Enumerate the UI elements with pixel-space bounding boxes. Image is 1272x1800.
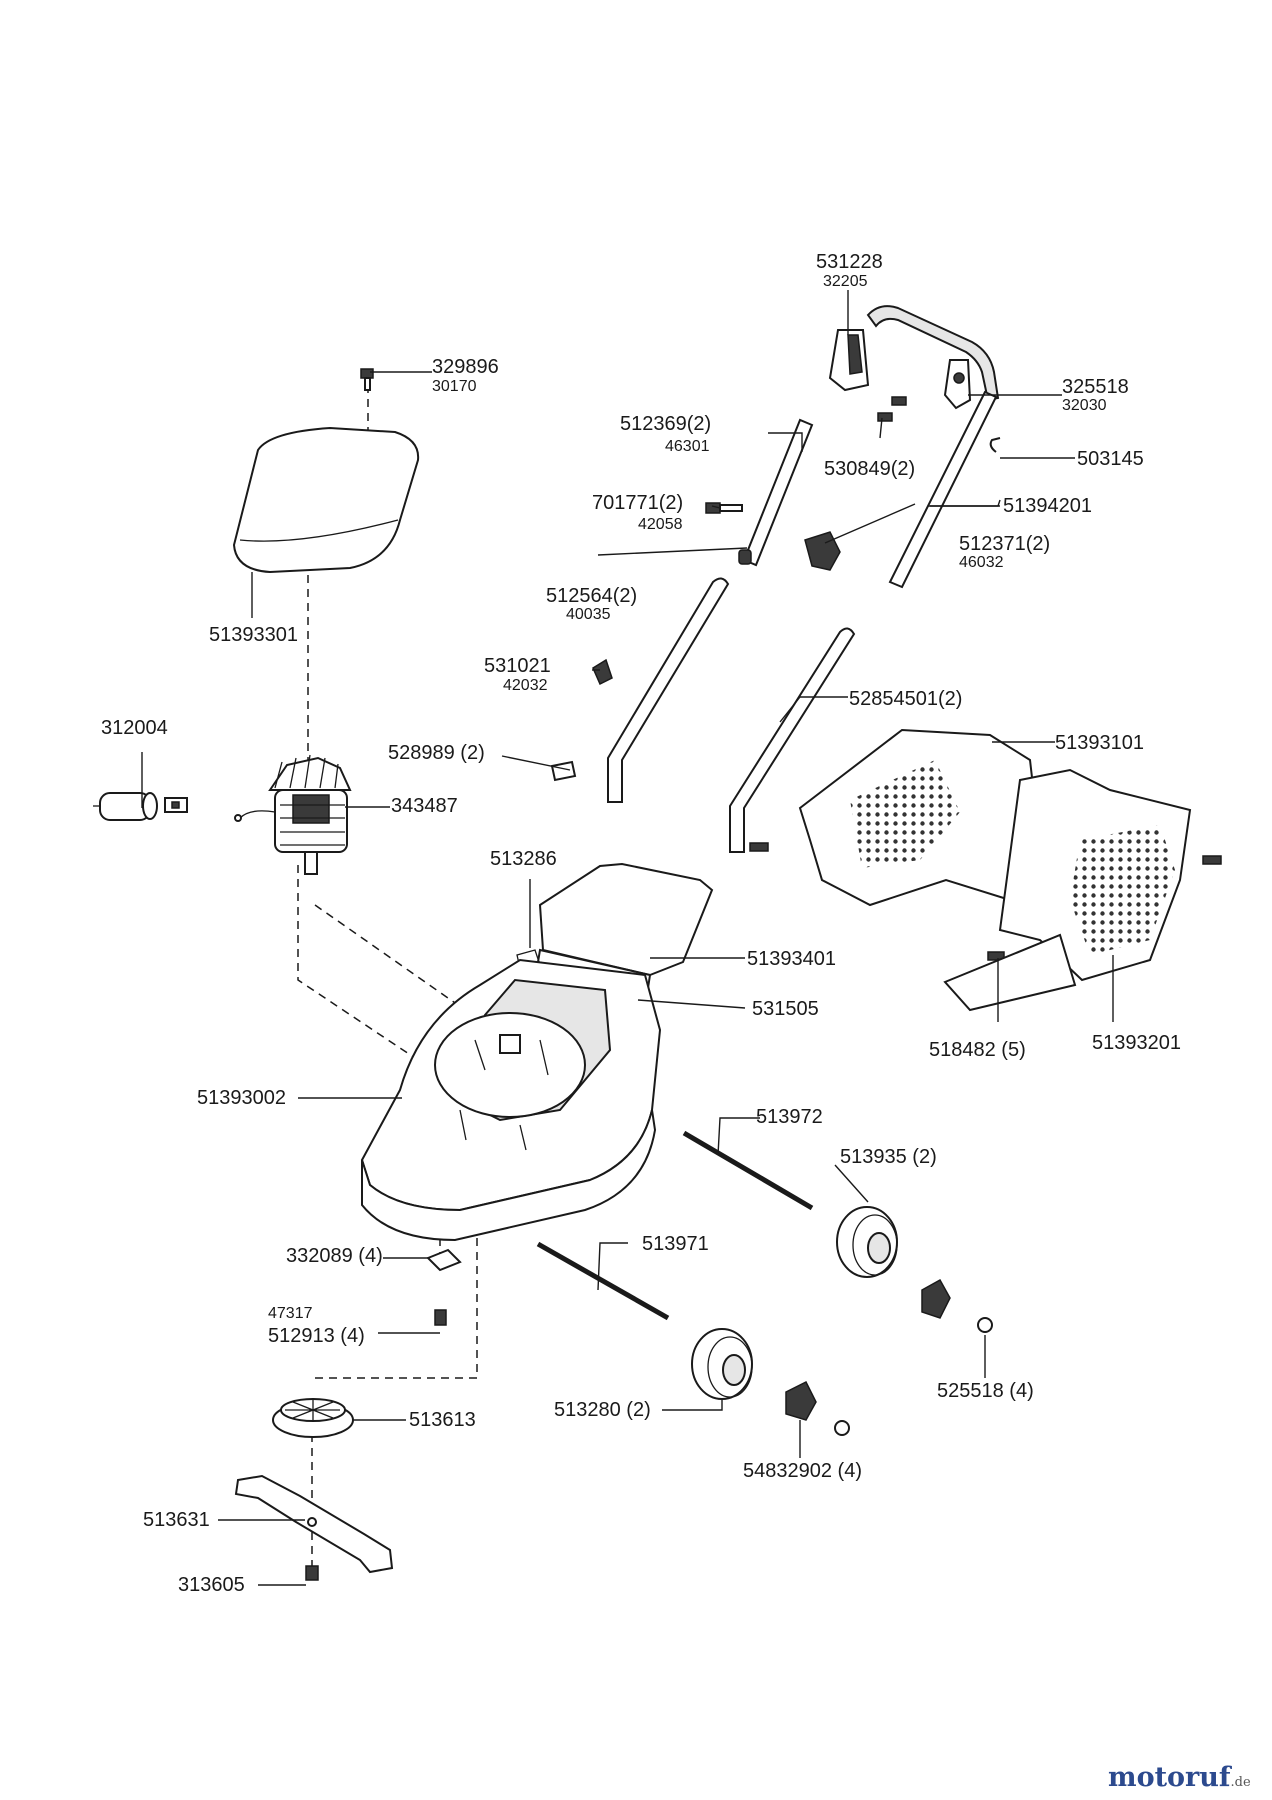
- label-518482: 518482 (5): [929, 1039, 1026, 1061]
- label-51393201: 51393201: [1092, 1032, 1181, 1054]
- label-313605: 313605: [178, 1574, 245, 1596]
- sublabel-40035: 40035: [566, 606, 611, 623]
- label-343487: 343487: [391, 795, 458, 817]
- wheel-knobs-part: [785, 1278, 993, 1436]
- sublabel-42058: 42058: [638, 516, 683, 533]
- label-528989: 528989 (2): [388, 742, 485, 764]
- watermark-logo: motoruf.de: [1108, 1764, 1251, 1791]
- blade-part: [234, 1474, 394, 1574]
- label-51394201: 51394201: [1003, 495, 1092, 517]
- watermark-main: motoruf: [1108, 1762, 1231, 1793]
- label-329896: 329896: [432, 356, 499, 378]
- label-513631: 513631: [143, 1509, 210, 1531]
- capacitor-part: [93, 792, 188, 821]
- sublabel-32205: 32205: [823, 273, 868, 290]
- label-525518: 525518 (4): [937, 1380, 1034, 1402]
- label-513935: 513935 (2): [840, 1146, 937, 1168]
- grassbox-part: [798, 728, 1192, 1012]
- leader-lines: [141, 290, 1114, 1586]
- label-513972: 513972: [756, 1106, 823, 1128]
- label-530849: 530849(2): [824, 458, 916, 480]
- label-503145: 503145: [1077, 448, 1144, 470]
- grassbox-lid-part: [232, 426, 420, 574]
- blade-bolt-part: [305, 1565, 319, 1581]
- sublabel-46301: 46301: [665, 438, 710, 455]
- rear-wheel-part: [836, 1206, 898, 1278]
- label-513280: 513280 (2): [554, 1399, 651, 1421]
- label-51393401: 51393401: [747, 948, 836, 970]
- label-325518: 325518: [1062, 376, 1129, 398]
- axles-part: [536, 1130, 814, 1321]
- mount-hardware-part: [426, 1248, 462, 1326]
- watermark-suffix: .de: [1230, 1775, 1251, 1790]
- fan-part: [272, 1398, 354, 1438]
- label-513971: 513971: [642, 1233, 709, 1255]
- label-512371: 512371(2): [959, 533, 1051, 555]
- label-54832902: 54832902 (4): [743, 1460, 862, 1482]
- label-51393002: 51393002: [197, 1087, 286, 1109]
- label-312004: 312004: [101, 717, 168, 739]
- label-332089: 332089 (4): [286, 1245, 383, 1267]
- label-512913: 512913 (4): [268, 1325, 365, 1347]
- sublabel-46032: 46032: [959, 554, 1004, 571]
- front-wheel-part: [691, 1328, 753, 1400]
- label-512369: 512369(2): [620, 413, 712, 435]
- label-51393101: 51393101: [1055, 732, 1144, 754]
- sublabel-32030: 32030: [1062, 397, 1107, 414]
- label-701771: 701771(2): [592, 492, 684, 514]
- mower-deck-part: [360, 958, 662, 1242]
- upper-handle-part: [742, 305, 1001, 589]
- label-52854501: 52854501(2): [849, 688, 963, 710]
- sublabel-30170: 30170: [432, 378, 477, 395]
- lower-handle-tubes-part: [607, 577, 856, 853]
- label-513613: 513613: [409, 1409, 476, 1431]
- label-531021: 531021: [484, 655, 551, 677]
- sublabel-47317: 47317: [268, 1305, 313, 1322]
- label-531228: 531228: [816, 251, 883, 273]
- label-51393301: 51393301: [209, 624, 298, 646]
- screw-329896-part: [360, 368, 374, 391]
- handle-fasteners: [550, 396, 1222, 961]
- label-531505: 531505: [752, 998, 819, 1020]
- label-512564: 512564(2): [546, 585, 638, 607]
- motor-part: [234, 754, 352, 875]
- label-513286: 513286: [490, 848, 557, 870]
- sublabel-42032: 42032: [503, 677, 548, 694]
